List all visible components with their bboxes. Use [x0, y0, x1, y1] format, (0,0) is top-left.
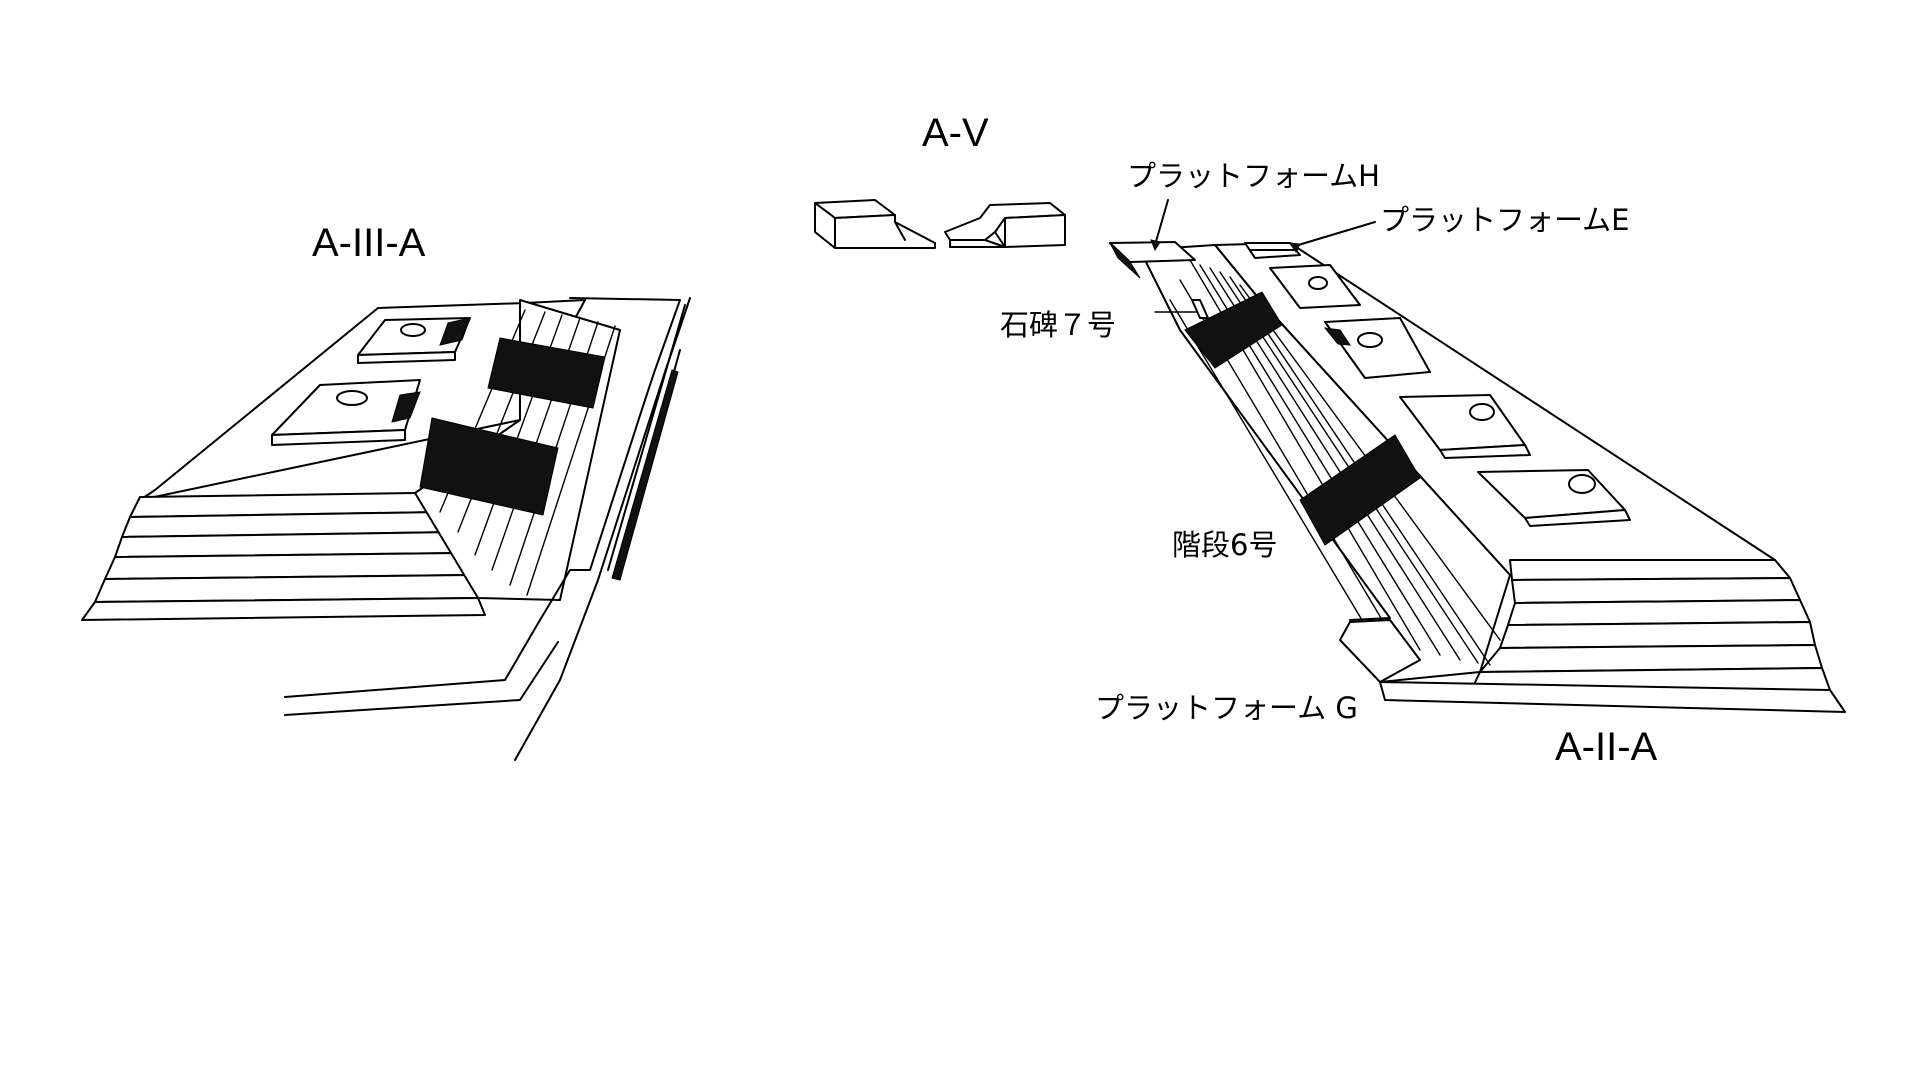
leader-platform-h: [1154, 199, 1169, 246]
a-v-block-right: [944, 202, 1066, 248]
a-ii-a-dark-band-upper: [1184, 291, 1283, 369]
a-ii-a-block-2: [1323, 317, 1431, 379]
a-ii-a-block-4: [1477, 469, 1631, 527]
structure-a-v: [814, 199, 1066, 249]
a-ii-a-dark-band-lower: [1299, 434, 1421, 546]
label-platform-h: プラットフォームH: [1127, 159, 1380, 193]
label-platform-g: プラットフォーム G: [1095, 691, 1358, 725]
arrow-platform-h: [1150, 239, 1161, 252]
a-ii-a-platform-e: [1244, 242, 1301, 259]
label-a-v: A-V: [922, 111, 989, 155]
a-iii-a-dark-band-upper: [487, 337, 606, 409]
a-iii-a-tiers: [81, 492, 486, 621]
label-stela-7: 石碑７号: [1000, 308, 1116, 342]
a-ii-a-platform-g: [1339, 619, 1421, 683]
a-ii-a-stela-7: [1191, 299, 1209, 319]
a-ii-a-block-3: [1399, 394, 1531, 459]
a-iii-a-platform-block-1: [357, 317, 471, 364]
label-platform-e: プラットフォームE: [1380, 203, 1629, 237]
a-iii-a-platform-block-2: [271, 379, 421, 446]
structure-a-ii-a: [1109, 241, 1846, 713]
structure-a-iii-a: [81, 297, 691, 761]
arrow-platform-e: [1288, 242, 1301, 253]
a-ii-a-block-1: [1269, 264, 1361, 309]
label-a-iii-a: A-III-A: [312, 221, 426, 265]
labels: A-III-A A-V A-II-A プラットフォームH プラットフォームE 石…: [312, 111, 1658, 769]
label-stair-6: 階段6号: [1172, 528, 1277, 562]
a-iii-a-dark-band-lower: [419, 417, 559, 516]
label-a-ii-a: A-II-A: [1555, 725, 1658, 769]
a-ii-a-tiers: [1379, 559, 1846, 713]
a-iii-a-side-lane: [284, 297, 691, 761]
a-v-block-left: [814, 199, 936, 249]
leader-platform-e: [1294, 221, 1376, 247]
leader-lines: [1150, 199, 1376, 313]
